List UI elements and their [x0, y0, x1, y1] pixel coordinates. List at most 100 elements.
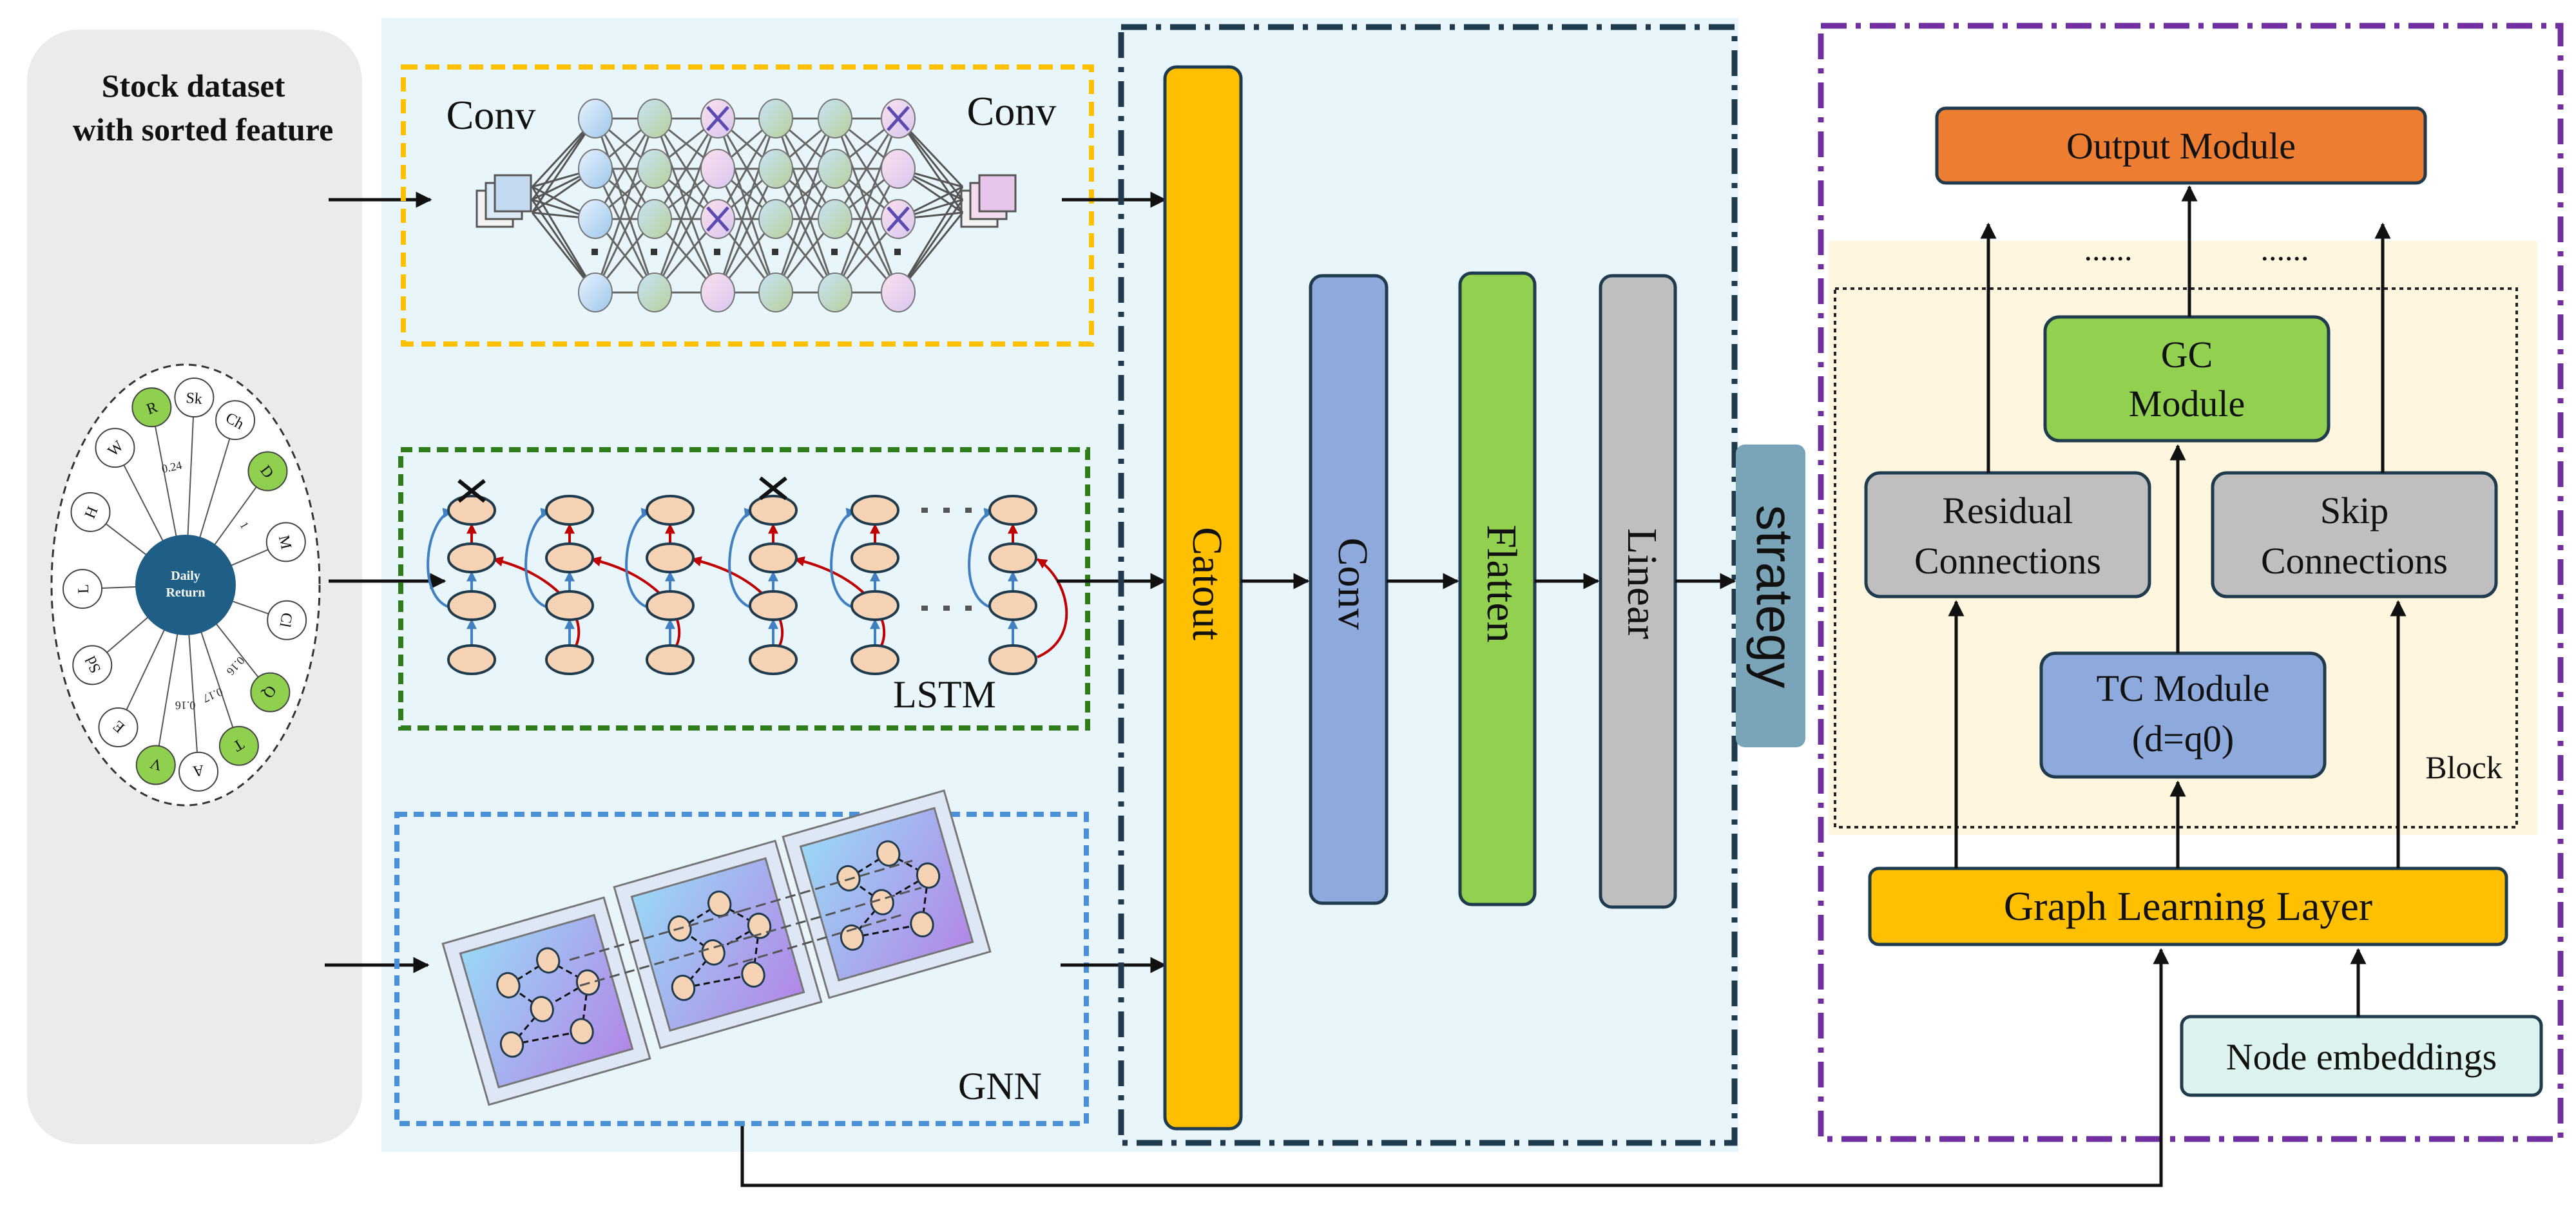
lstm-recurrent-arrow	[427, 508, 454, 609]
cnn-edge	[594, 168, 656, 293]
graph-edge	[718, 903, 760, 927]
feature-node	[95, 428, 135, 468]
lstm-cell	[646, 590, 695, 621]
lstm-recurrent-arrow	[524, 508, 552, 609]
graph-node	[916, 862, 941, 889]
flatten-label: Flatten	[1478, 524, 1525, 642]
feature-node	[218, 725, 259, 766]
lstm-cell	[988, 542, 1037, 573]
edge-value-label: 0.16	[175, 699, 196, 712]
feature-node	[62, 569, 103, 609]
cnn-edge	[716, 118, 777, 293]
feature-node	[215, 400, 256, 441]
graph-node	[741, 961, 765, 988]
skip-label-line1: Skip	[2320, 490, 2389, 531]
node-embeddings-box	[2180, 1015, 2543, 1097]
feature-node	[247, 451, 288, 492]
graph-module-arrows	[740, 185, 2407, 1187]
strategy-label: strategy	[1746, 505, 1803, 689]
cnn-neuron	[700, 273, 735, 312]
graph-node	[496, 972, 521, 999]
lstm-dropout-mark	[759, 476, 787, 501]
cnn-edge	[774, 118, 836, 220]
feature-node	[98, 707, 139, 748]
pipeline-box	[1118, 24, 1738, 1146]
lstm-cell	[988, 644, 1037, 675]
flatten-bar	[1458, 271, 1537, 906]
lstm-ellipsis-dot	[943, 606, 950, 611]
dataset-title-line2: with sorted feature	[73, 111, 334, 148]
graph-edge	[581, 982, 590, 1031]
graph-edge	[752, 925, 761, 975]
graph-learning-layer-label: Graph Learning Layer	[2004, 883, 2372, 929]
graph-node	[840, 924, 865, 951]
cnn-neuron	[758, 149, 793, 189]
cnn-edge	[531, 186, 597, 293]
lstm-cell	[851, 590, 899, 621]
lstm-cell	[988, 495, 1037, 526]
temporal-link	[740, 859, 913, 912]
graph-snapshot	[441, 896, 651, 1106]
cnn-network	[531, 99, 964, 312]
graph-snapshot	[782, 789, 992, 999]
node-embeddings-label: Node embeddings	[2226, 1036, 2497, 1078]
cnn-neuron	[578, 99, 613, 139]
graph-edge	[511, 1008, 543, 1046]
graph-edge	[887, 852, 929, 877]
cnn-edge	[834, 118, 899, 293]
conv-bar	[1309, 274, 1389, 905]
block-outline	[1834, 287, 2518, 828]
cnn-neuron	[637, 199, 672, 239]
graph-node	[570, 1018, 594, 1045]
graph-node	[671, 975, 696, 1001]
lstm-label: LSTM	[893, 673, 996, 716]
cnn-edge	[834, 168, 899, 293]
graph-learning-layer-box	[1868, 866, 2508, 946]
gc-module-label-line2: Module	[2129, 383, 2245, 425]
lstm-cell	[545, 495, 594, 526]
feature-node	[265, 522, 306, 562]
lstm-cell	[545, 542, 594, 573]
gnn-label: GNN	[958, 1065, 1042, 1107]
cnn-neuron	[578, 199, 613, 239]
cnn-ellipsis-dot	[772, 249, 778, 255]
feature-node	[135, 745, 176, 785]
lstm-cell	[749, 590, 798, 621]
cnn-edge	[774, 168, 836, 293]
lstm-cell	[447, 644, 496, 675]
lstm-cell	[749, 495, 798, 526]
tc-module-box	[2039, 651, 2327, 779]
feature-node-label: Cl	[276, 611, 295, 629]
cnn-edge	[653, 168, 719, 293]
skip-connections-box	[2211, 471, 2498, 598]
dropout-cross	[706, 106, 729, 131]
tc-module-label-line1: TC Module	[2096, 667, 2269, 709]
arrow-gnn-to-gl	[740, 948, 2169, 1187]
graph-edge	[848, 852, 889, 879]
lstm-recurrent-arrow	[968, 508, 995, 609]
temporal-link	[579, 935, 752, 987]
feature-node	[250, 672, 291, 713]
ellipsis-1: ......	[2084, 231, 2133, 267]
lstm-cell	[545, 590, 594, 621]
graph-node	[499, 1031, 524, 1058]
strategy-bar	[1736, 445, 1805, 747]
lstm-branch-box	[398, 447, 1090, 731]
cnn-output-conv-label: Conv	[967, 88, 1057, 134]
gc-module-box	[2043, 315, 2331, 443]
gnn-branch-box	[394, 812, 1089, 1126]
cnn-neuron	[758, 99, 793, 139]
feature-node-label: L	[75, 584, 92, 593]
cnn-edge	[834, 118, 899, 220]
temporal-link	[569, 910, 742, 961]
gnn-network	[441, 789, 992, 1106]
graph-snapshot	[613, 839, 823, 1049]
output-module-box	[1935, 106, 2427, 185]
cnn-ellipsis-dot	[894, 249, 901, 255]
dropout-cross	[887, 206, 910, 232]
cnn-neuron	[818, 199, 852, 239]
catout-bar	[1163, 65, 1243, 1131]
feature-node	[174, 378, 215, 418]
cnn-edge	[653, 118, 719, 293]
cnn-input-conv-label: Conv	[447, 92, 536, 138]
